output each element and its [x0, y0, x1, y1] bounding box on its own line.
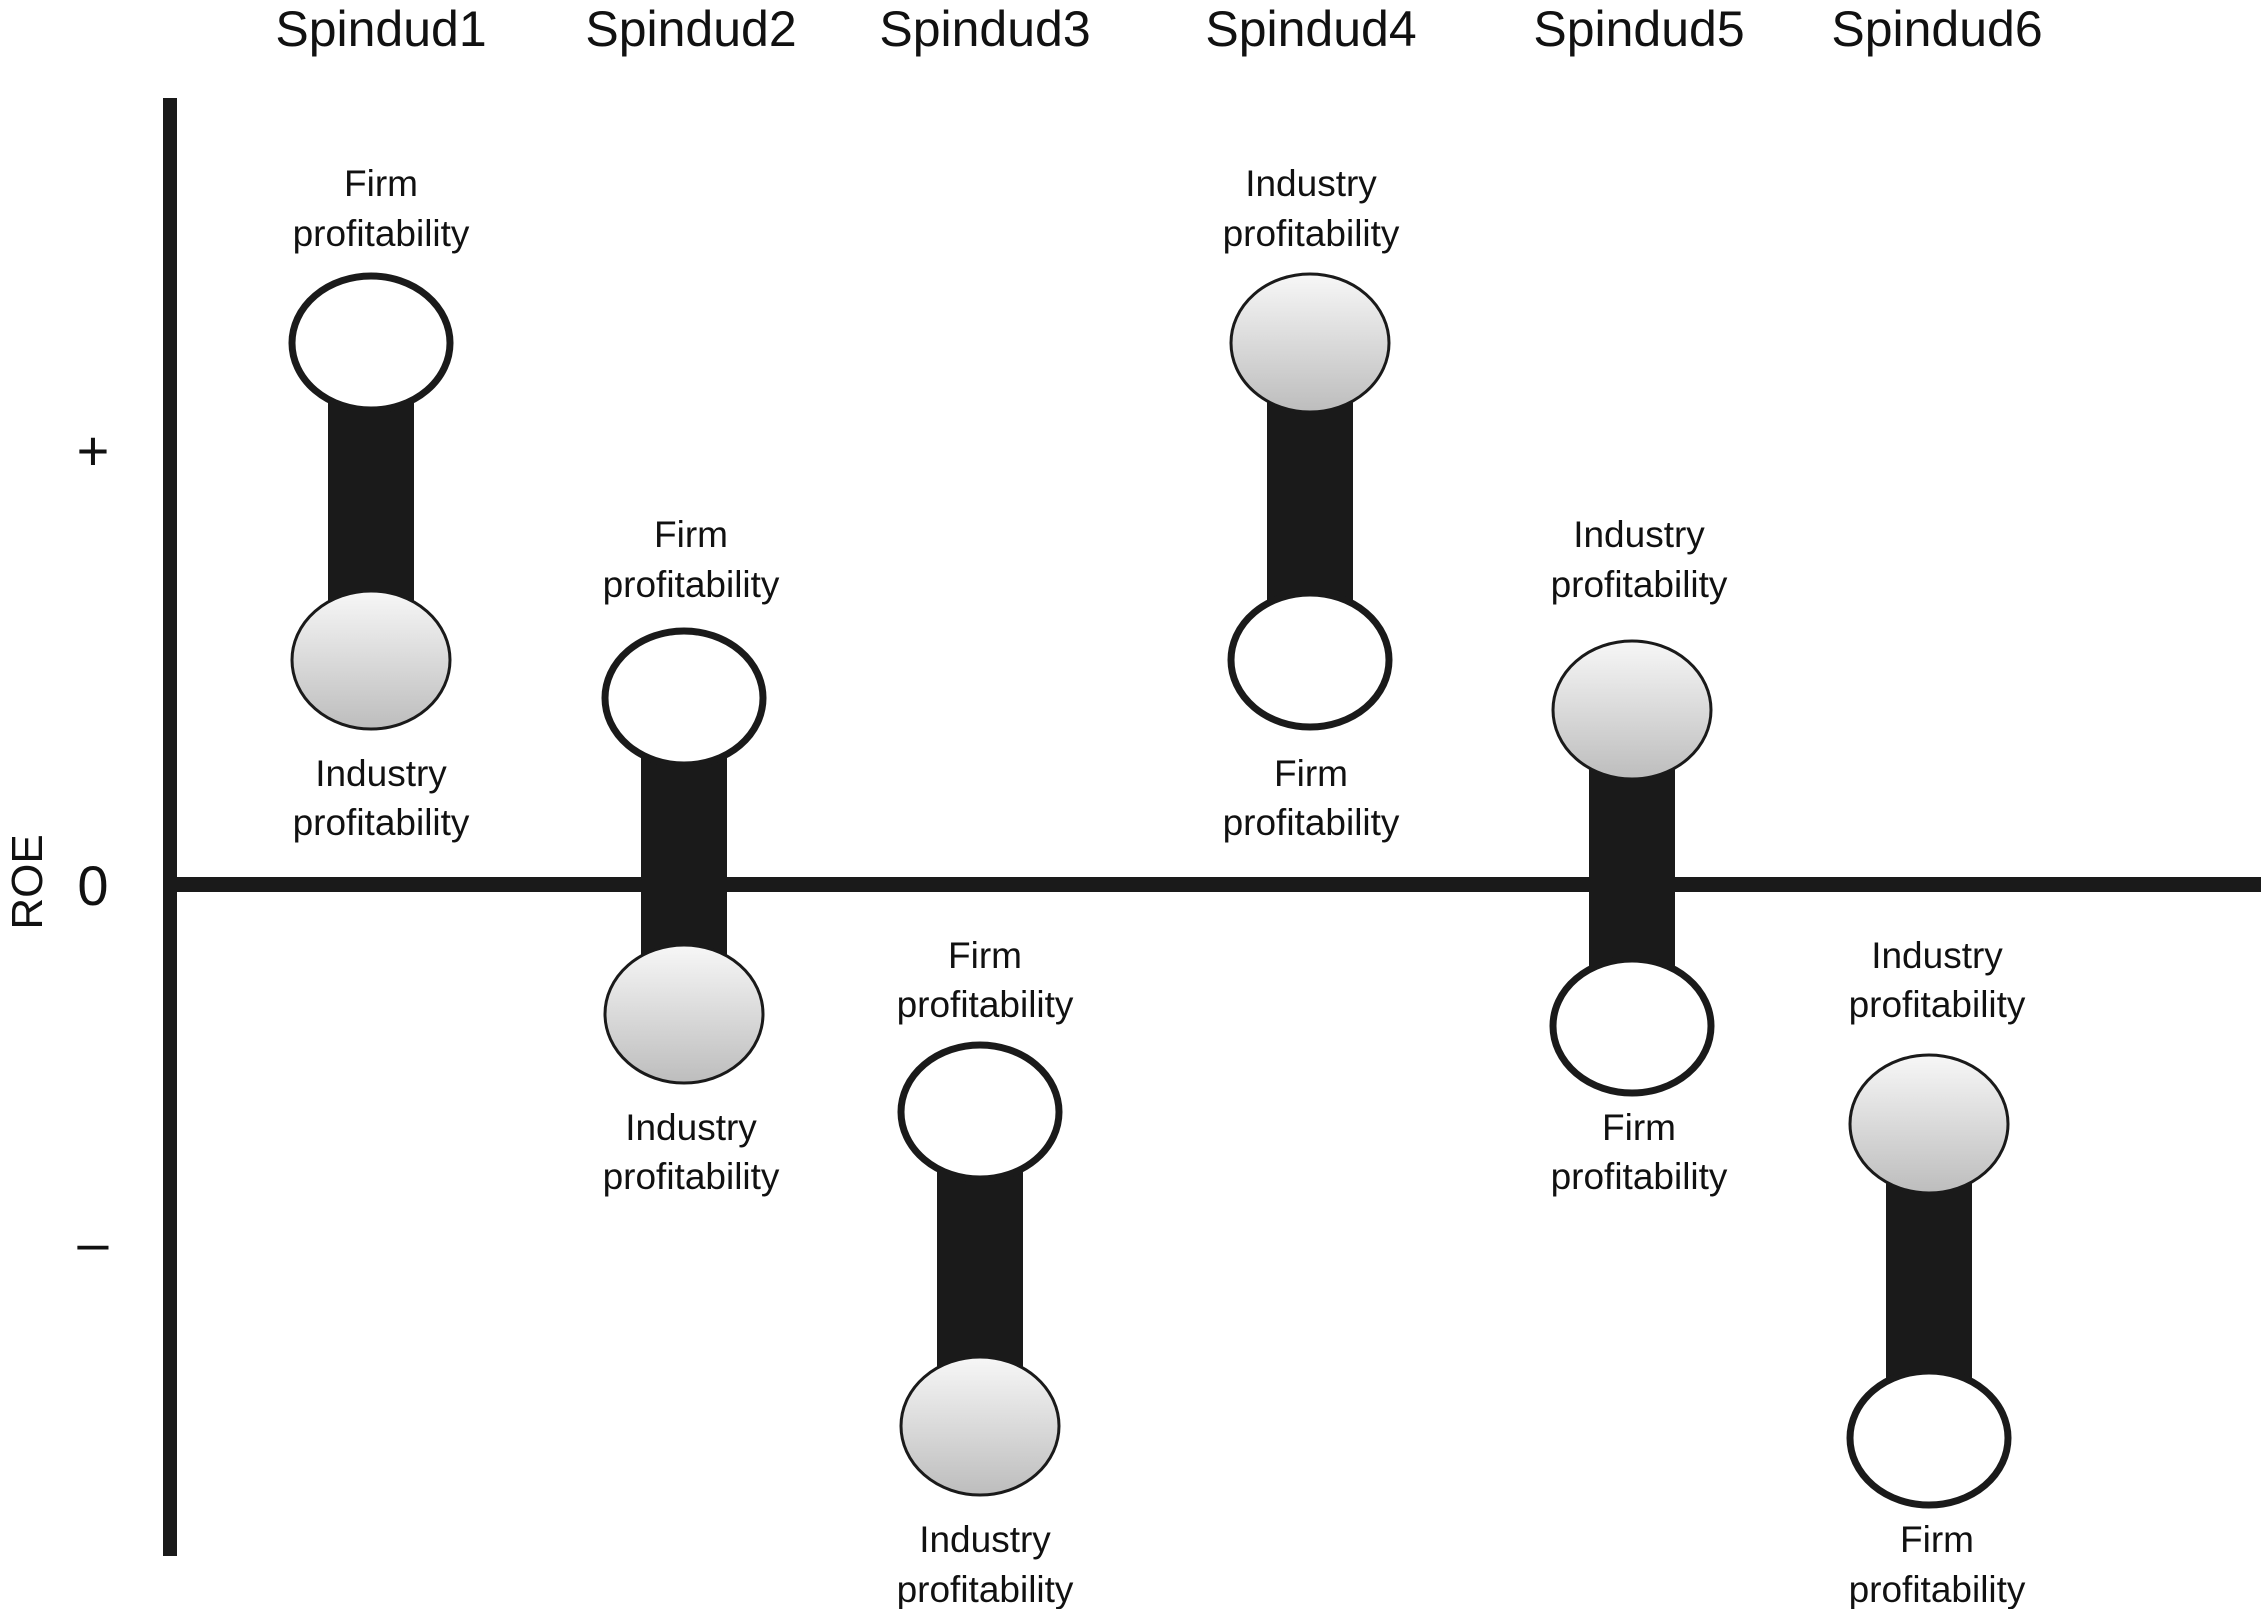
top-label-line1: Firm	[344, 163, 418, 204]
bottom-label-line2: profitability	[1223, 802, 1400, 843]
scenario-title-3: Spindud3	[879, 1, 1090, 57]
scenario-6-dumbbell: Industry profitability Firm profitabilit…	[1846, 935, 2026, 1609]
industry-profitability-circle	[603, 943, 765, 1085]
x-axis-zero-line	[170, 877, 2261, 892]
top-label-line1: Industry	[1245, 163, 1377, 204]
axis-zero-label: 0	[77, 854, 108, 917]
bottom-label-line1: Firm	[1274, 753, 1348, 794]
top-label-line2: profitability	[1223, 213, 1400, 254]
bottom-label-line2: profitability	[1551, 1156, 1728, 1197]
top-label-line2: profitability	[1849, 984, 2026, 1025]
bottom-label-line1: Firm	[1602, 1107, 1676, 1148]
firm-profitability-circle	[1846, 1367, 2012, 1509]
firm-profitability-circle	[1227, 589, 1393, 731]
scenario-title-6: Spindud6	[1831, 1, 2042, 57]
bottom-label-line2: profitability	[603, 1156, 780, 1197]
firm-profitability-circle	[897, 1041, 1063, 1183]
firm-profitability-circle	[288, 272, 454, 414]
scenario-title-4: Spindud4	[1205, 1, 1416, 57]
industry-profitability-circle	[1229, 272, 1391, 414]
top-label-line1: Firm	[948, 935, 1022, 976]
top-label-line2: profitability	[603, 564, 780, 605]
top-label-line2: profitability	[1551, 564, 1728, 605]
axis-title-roe: ROE	[3, 834, 52, 929]
scenario-title-1: Spindud1	[275, 1, 486, 57]
axis-plus-label: +	[77, 419, 110, 482]
scenario-title-5: Spindud5	[1533, 1, 1744, 57]
axis-minus-label: –	[77, 1211, 109, 1274]
top-label-line1: Industry	[1871, 935, 2003, 976]
top-label-line2: profitability	[897, 984, 1074, 1025]
scenario-2-dumbbell: Firm profitability Industry profitabilit…	[601, 514, 780, 1197]
industry-profitability-circle	[1848, 1053, 2010, 1195]
top-label-line1: Firm	[654, 514, 728, 555]
bottom-label-line2: profitability	[293, 802, 470, 843]
industry-profitability-circle	[290, 589, 452, 731]
y-axis-line	[163, 98, 177, 1556]
scenario-1-dumbbell: Firm profitability Industry profitabilit…	[288, 163, 470, 843]
bottom-label-line1: Firm	[1900, 1519, 1974, 1560]
scenario-3-dumbbell: Firm profitability Industry profitabilit…	[897, 935, 1074, 1609]
scenario-titles: Spindud1 Spindud2 Spindud3 Spindud4 Spin…	[275, 1, 2042, 57]
industry-profitability-circle	[1551, 639, 1713, 781]
scenario-4-dumbbell: Industry profitability Firm profitabilit…	[1223, 163, 1400, 843]
bottom-label-line2: profitability	[1849, 1569, 2026, 1609]
bottom-label-line1: Industry	[919, 1519, 1051, 1560]
industry-profitability-circle	[899, 1355, 1061, 1497]
firm-profitability-circle	[1549, 955, 1715, 1097]
bottom-label-line2: profitability	[897, 1569, 1074, 1609]
scenario-5-dumbbell: Industry profitability Firm profitabilit…	[1549, 514, 1728, 1197]
bottom-label-line1: Industry	[625, 1107, 757, 1148]
firm-profitability-circle	[601, 627, 767, 769]
bottom-label-line1: Industry	[315, 753, 447, 794]
scenario-title-2: Spindud2	[585, 1, 796, 57]
top-label-line1: Industry	[1573, 514, 1705, 555]
top-label-line2: profitability	[293, 213, 470, 254]
